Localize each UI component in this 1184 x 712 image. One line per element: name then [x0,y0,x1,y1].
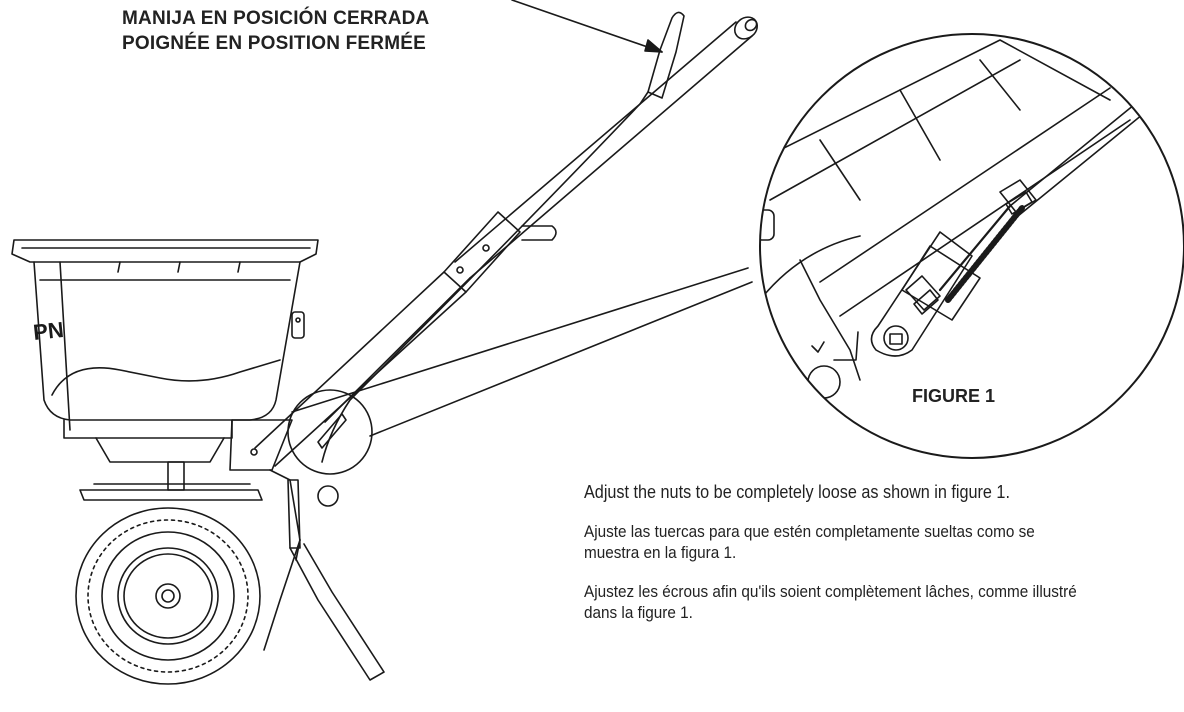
hopper-logo-text: PN [32,317,65,345]
impeller [79,461,263,501]
instruction-es: Ajuste las tuercas para que estén comple… [584,522,1035,562]
instructions-block: Adjust the nuts to be completely loose a… [584,482,1144,641]
frame-legs [263,469,385,681]
detail-marker-circle [287,389,373,475]
callout-arrow [511,0,663,53]
wheel [75,507,261,685]
zoom-circle [759,33,1184,459]
zoom-leader-bottom [369,281,753,437]
handle [229,11,759,471]
callout-line-fr: POIGNÉE EN POSITION FERMÉE [122,33,426,54]
handle-callout: MANIJA EN POSICIÓN CERRADA POIGNÉE EN PO… [122,6,429,56]
callout-line-es: MANIJA EN POSICIÓN CERRADA [122,8,430,29]
figure-label: FIGURE 1 [912,386,996,406]
zoom-leader-top [291,267,749,413]
hopper [11,239,319,463]
instruction-fr: Ajustez les écrous afin qu'ils soient co… [584,582,1077,622]
zoom-detail [760,39,1149,399]
detail-marker-inner [317,413,347,449]
instruction-en: Adjust the nuts to be completely loose a… [584,482,1010,502]
